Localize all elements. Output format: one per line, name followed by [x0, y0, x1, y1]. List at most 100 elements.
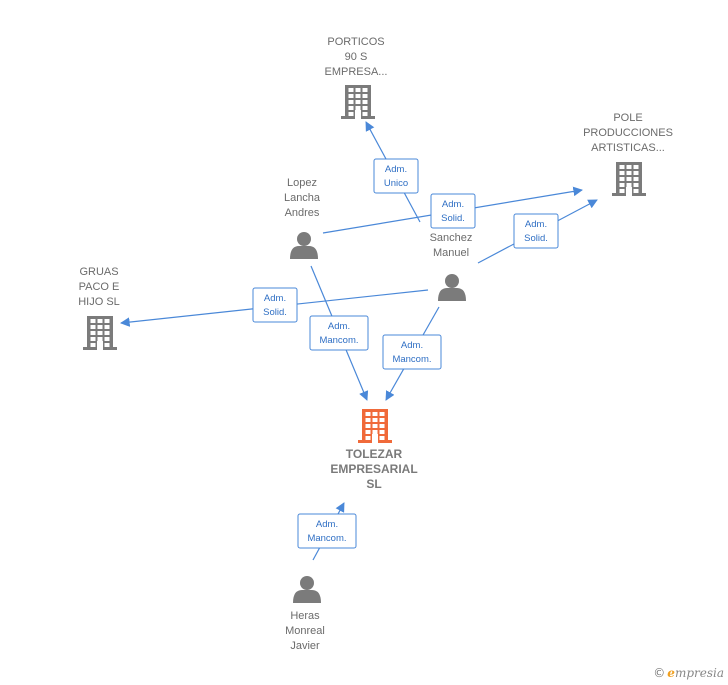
edge-label-text: Mancom.: [319, 335, 358, 346]
edge-label-box[interactable]: [297, 513, 357, 549]
building-window: [379, 424, 385, 428]
person-icon[interactable]: [438, 274, 466, 301]
edge-label-box[interactable]: [430, 193, 476, 229]
building-window: [97, 325, 103, 329]
building-window: [365, 412, 371, 416]
node-label-line: POLE: [613, 112, 642, 124]
building-window: [372, 430, 378, 434]
edge-label-text: Solid.: [524, 233, 548, 244]
node-label-line: Lancha: [284, 192, 321, 204]
building-window: [633, 189, 639, 193]
building-window: [633, 177, 639, 181]
node-label-line: EMPRESA...: [325, 66, 388, 78]
building-window: [90, 337, 96, 341]
building-window: [104, 343, 110, 347]
building-window: [90, 331, 96, 335]
node-label-line: ARTISTICAS...: [591, 142, 665, 154]
building-window: [362, 88, 368, 92]
person-body: [438, 288, 466, 301]
empresia-logo-mark: e: [667, 666, 675, 680]
edge-label-box[interactable]: [309, 315, 369, 351]
building-window: [104, 337, 110, 341]
building-window: [97, 319, 103, 323]
node-label-line: Sanchez: [430, 232, 473, 244]
building-window: [379, 436, 385, 440]
building-window: [348, 94, 354, 98]
building-window: [372, 412, 378, 416]
edge-label-text: Mancom.: [307, 533, 346, 544]
edge-label-box[interactable]: [513, 213, 559, 249]
edge-label-text: Adm.: [401, 340, 423, 351]
building-window: [379, 418, 385, 422]
building-window: [619, 183, 625, 187]
edge-label-box[interactable]: [252, 287, 298, 323]
node-label-line: Manuel: [433, 247, 469, 259]
building-window: [633, 183, 639, 187]
person-icon[interactable]: [290, 232, 318, 259]
edge-label-text: Unico: [384, 178, 408, 189]
building-window: [104, 331, 110, 335]
edge-label-box[interactable]: [373, 158, 419, 194]
building-window: [362, 112, 368, 116]
building-icon[interactable]: [341, 85, 375, 119]
building-icon[interactable]: [83, 316, 117, 350]
person-icon[interactable]: [293, 576, 321, 603]
building-window: [348, 112, 354, 116]
building-window: [619, 165, 625, 169]
building-window: [348, 100, 354, 104]
building-icon[interactable]: [358, 409, 392, 443]
person-head: [300, 576, 314, 590]
building-window: [104, 319, 110, 323]
building-window: [97, 337, 103, 341]
edge-sanchez-tolezar: Adm. Mancom.: [382, 306, 442, 401]
building-window: [355, 88, 361, 92]
node-label-line: Javier: [290, 640, 320, 652]
edge-label-text: Adm.: [525, 219, 547, 230]
empresia-watermark: ©empresia: [653, 666, 724, 680]
person-head: [445, 274, 459, 288]
building-icon[interactable]: [612, 162, 646, 196]
person-body: [293, 590, 321, 603]
building-window: [626, 165, 632, 169]
copyright-symbol: ©: [653, 666, 666, 680]
building-window: [365, 424, 371, 428]
edge-lopez-pole: Adm. Solid.: [322, 186, 583, 234]
building-window: [619, 189, 625, 193]
edge-label-text: Solid.: [263, 307, 287, 318]
building-window: [355, 94, 361, 98]
edges-layer: Adm.UnicoAdm.Solid.Adm.Solid.Adm.Solid.A…: [120, 121, 598, 561]
building-window: [104, 325, 110, 329]
building-window: [362, 94, 368, 98]
building-window: [626, 177, 632, 181]
building-window: [355, 100, 361, 104]
building-window: [633, 171, 639, 175]
node-label-line: EMPRESARIAL: [330, 462, 417, 476]
building-window: [362, 106, 368, 110]
edge-label-text: Mancom.: [392, 354, 431, 365]
edge-label-text: Solid.: [441, 213, 465, 224]
edge-heras-tolezar: Adm. Mancom.: [297, 502, 357, 561]
node-label-line: SL: [366, 477, 381, 491]
edge-lopez-tolezar: Adm.Mancom.: [309, 265, 369, 401]
node-pole[interactable]: POLEPRODUCCIONESARTISTICAS...: [583, 112, 673, 196]
empresia-brand-name: mpresia: [674, 666, 724, 680]
node-label-line: 90 S: [345, 51, 368, 63]
node-label-line: PACO E: [79, 281, 120, 293]
building-window: [97, 331, 103, 335]
node-label-line: TOLEZAR: [346, 447, 403, 461]
node-label-line: GRUAS: [79, 266, 118, 278]
edge-label-text: Adm.: [316, 519, 338, 530]
edge-label-box[interactable]: [382, 334, 442, 370]
building-window: [372, 418, 378, 422]
edge-sanchez-gruas: Adm.Solid.: [120, 287, 429, 327]
node-label-line: Heras: [290, 610, 320, 622]
building-window: [626, 183, 632, 187]
building-window: [379, 412, 385, 416]
